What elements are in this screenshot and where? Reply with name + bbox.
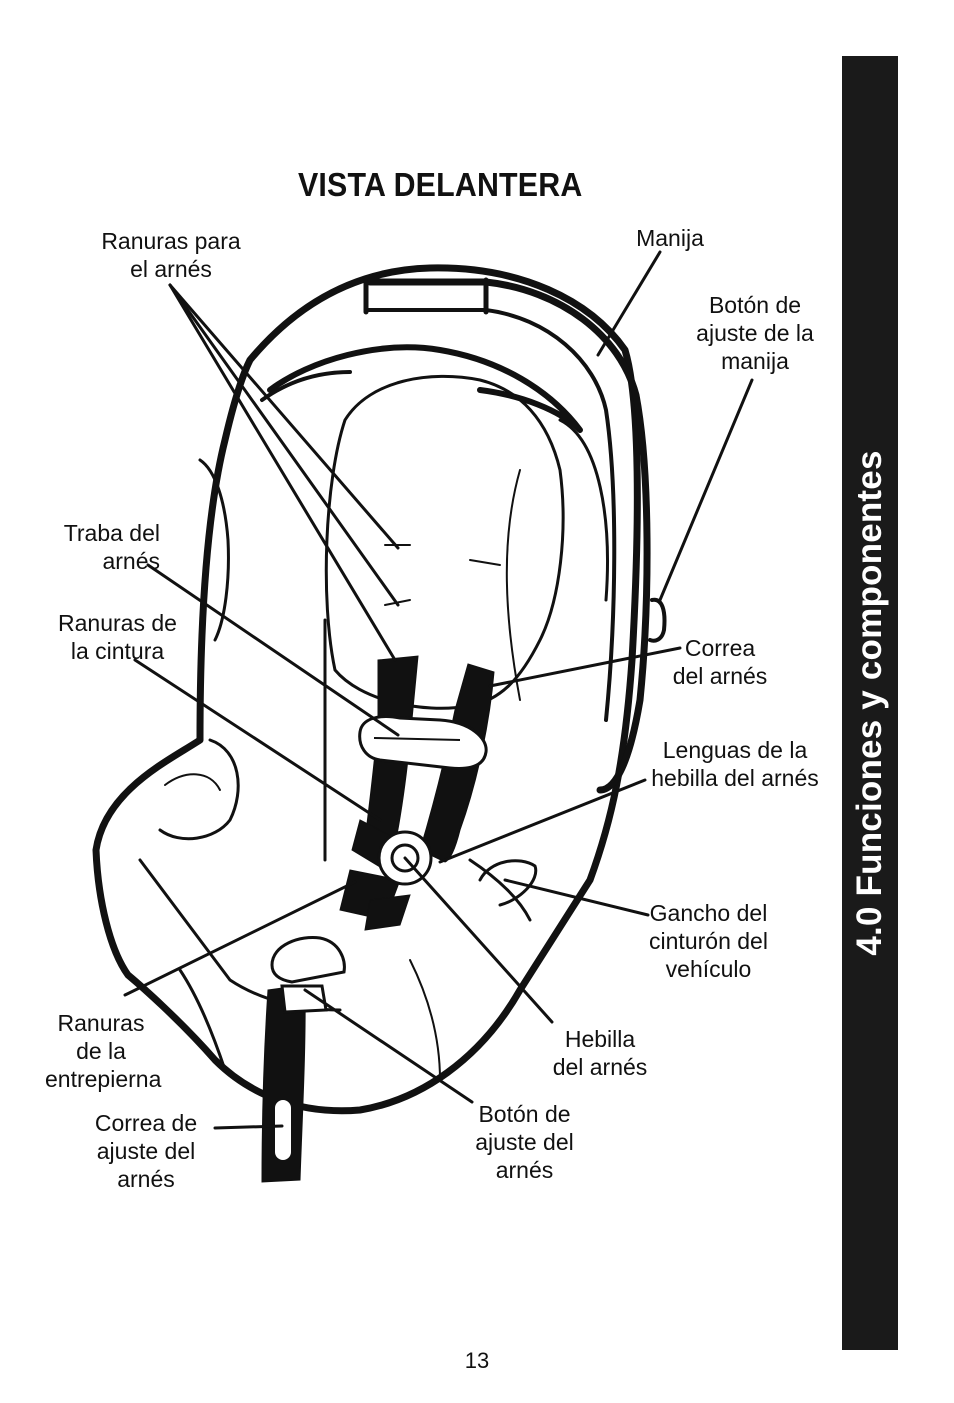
label-adjust-button: Botón de ajuste del arnés xyxy=(475,1101,574,1183)
figure-title: VISTA DELANTERA xyxy=(298,166,583,203)
label-crotch-slots: Ranuras de la entrepierna xyxy=(45,1010,162,1092)
page-number: 13 xyxy=(464,1348,490,1373)
label-harness-slots: Ranuras para el arnés xyxy=(101,228,241,282)
label-belt-hook: Gancho del cinturón del vehículo xyxy=(649,900,768,982)
label-handle-adjust-button: Botón de ajuste de la manija xyxy=(696,292,814,374)
label-handle: Manija xyxy=(636,225,704,251)
label-buckle-tongues: Lenguas de la hebilla del arnés xyxy=(651,737,819,791)
label-buckle: Hebilla del arnés xyxy=(552,1026,648,1080)
label-waist-slots: Ranuras de la cintura xyxy=(58,610,177,664)
label-harness-strap: Correa del arnés xyxy=(672,635,768,689)
section-sidebar: 4.0 Funciones y componentes xyxy=(842,56,898,1350)
label-adjust-strap: Correa de ajuste del arnés xyxy=(94,1110,198,1192)
label-harness-clip: Traba del arnés xyxy=(63,520,160,574)
